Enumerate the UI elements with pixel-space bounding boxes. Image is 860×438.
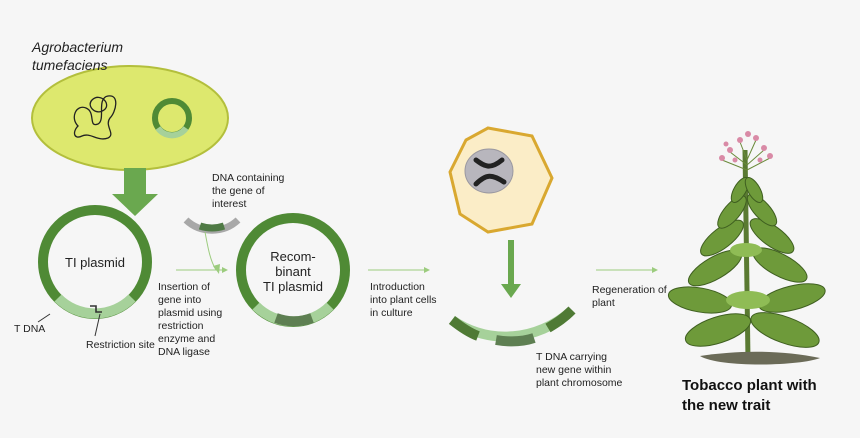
arrow-icon: [652, 267, 658, 273]
tobacco-plant-icon: [667, 131, 826, 365]
nucleus: [464, 148, 514, 194]
plant-cell: [448, 126, 554, 234]
bacterium-cell: [31, 65, 229, 171]
introduction-label: Introduction into plant cells in culture: [370, 281, 437, 319]
organism-title: Agrobacterium tumefaciens: [32, 39, 124, 73]
regeneration-label: Regeneration of plant: [592, 284, 667, 309]
plant-chromosome-dna: [448, 306, 576, 347]
insertion-label: Insertion of gene into plasmid using res…: [158, 281, 223, 358]
small-plasmid: [152, 98, 192, 139]
chromosome-icon: [473, 157, 507, 187]
t-dna-carrying-label: T DNA carrying new gene within plant chr…: [536, 351, 623, 389]
arrow-icon: [222, 267, 228, 273]
ti-plasmid-ring: [37, 205, 152, 337]
ti-plasmid-label: TI plasmid: [65, 255, 125, 270]
arrow-icon: [424, 267, 430, 273]
recombinant-plasmid-ring: [236, 213, 350, 327]
recombinant-plasmid-label: Recom- binant TI plasmid: [263, 249, 323, 294]
dna-gene-label: DNA containing the gene of interest: [212, 172, 285, 210]
t-dna-label: T DNA: [14, 323, 46, 335]
down-arrow-icon: [501, 240, 521, 298]
restriction-site-label: Restriction site: [86, 339, 155, 351]
final-result-label: Tobacco plant with the new trait: [682, 377, 817, 414]
down-arrow-icon: [112, 168, 158, 216]
bacterial-chromosome: [73, 95, 117, 140]
restriction-site-mark: [90, 305, 102, 313]
